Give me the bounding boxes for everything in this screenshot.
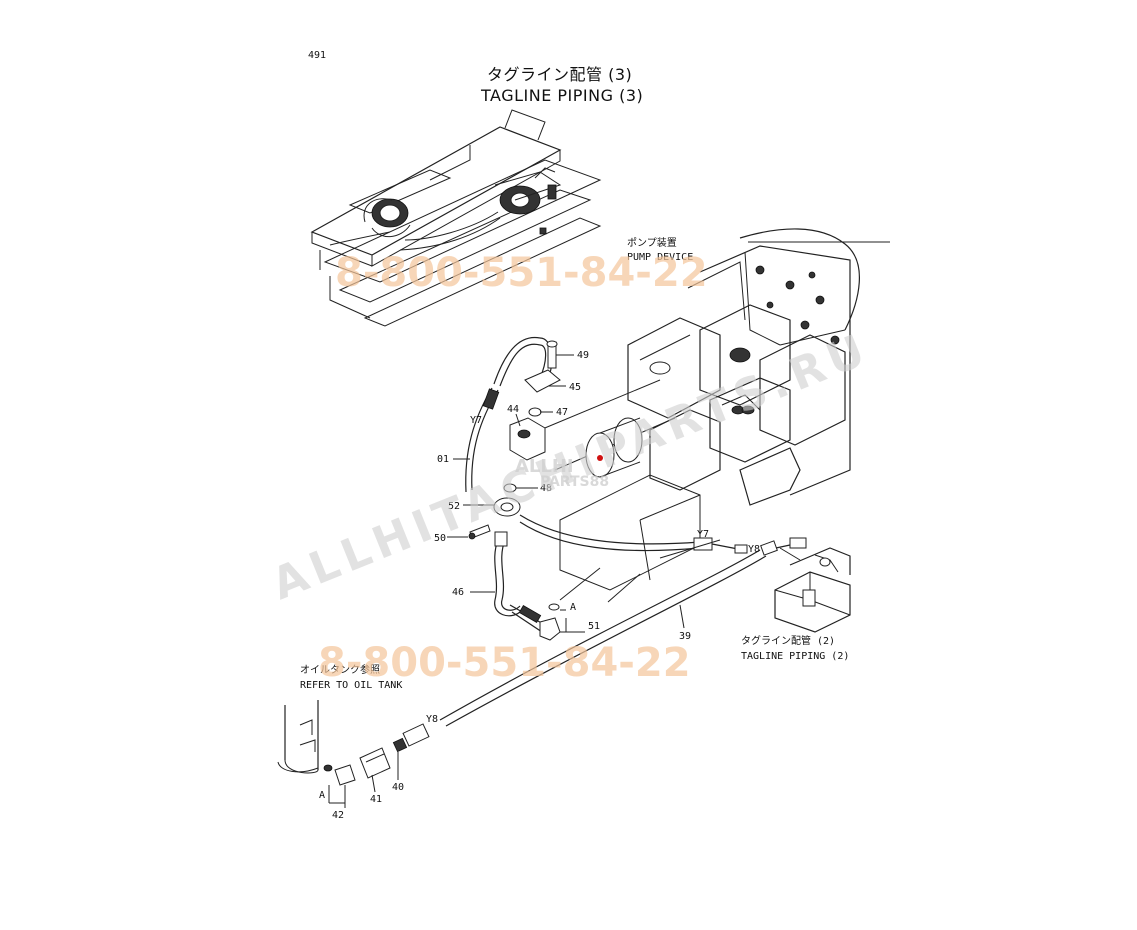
machine-overview-illustration [310, 109, 602, 327]
hose-assembly [277, 336, 807, 808]
red-marker-dot [597, 455, 603, 461]
tagline-piping-2-label-jp: タグライン配管 (2) [741, 634, 835, 647]
callout-y7-upper: Y7 [470, 415, 482, 426]
title-japanese: タグライン配管 (3) [487, 65, 632, 84]
callout-47: 47 [556, 407, 568, 418]
oil-tank-label-en: REFER TO OIL TANK [300, 680, 402, 691]
callout-y8-right: Y8 [748, 544, 760, 555]
tagline-piping-2-label-en: TAGLINE PIPING (2) [741, 651, 849, 662]
pump-device-illustration [539, 228, 890, 591]
callout-01: 01 [437, 454, 449, 465]
title-english: TAGLINE PIPING (3) [480, 86, 643, 105]
callout-a-lower: A [319, 790, 325, 801]
callout-52: 52 [448, 501, 460, 512]
callout-y8-lower: Y8 [426, 714, 438, 725]
callout-41: 41 [370, 794, 382, 805]
callout-46: 46 [452, 587, 464, 598]
watermark-phone-lower: 8-800-551-84-22 [318, 640, 691, 686]
callout-44: 44 [507, 404, 519, 415]
callout-50: 50 [434, 533, 446, 544]
callout-48: 48 [540, 483, 552, 494]
watermark-center-logo-2: PARTS88 [540, 474, 609, 490]
watermark-center-logo-1: ALLHI [515, 456, 574, 477]
callout-45: 45 [569, 382, 581, 393]
valve-block-illustration [774, 547, 851, 633]
callout-40: 40 [392, 782, 404, 793]
callout-51: 51 [588, 621, 600, 632]
callout-49: 49 [577, 350, 589, 361]
oil-tank-label-jp: オイルタンク参照 [300, 663, 380, 676]
callout-42: 42 [332, 810, 344, 821]
watermark-phone-upper: 8-800-551-84-22 [335, 250, 708, 296]
callout-a-upper: A [570, 602, 576, 613]
callout-y7-right: Y7 [697, 529, 709, 540]
callout-39: 39 [679, 631, 691, 642]
pump-device-label-jp: ポンプ装置 [627, 236, 677, 249]
pump-device-label-en: PUMP DEVICE [627, 252, 693, 263]
page-number: 491 [308, 50, 326, 61]
